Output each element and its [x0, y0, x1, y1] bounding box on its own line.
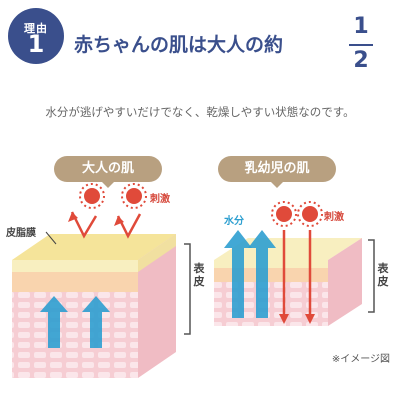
adult-skin-title: 大人の肌 [54, 156, 162, 188]
adult-epidermis-bracket [184, 243, 191, 335]
infant-water-label: 水分 [224, 216, 244, 227]
infant-skin-side [328, 238, 362, 326]
adult-epidermis-label: 表皮 [193, 262, 205, 288]
bounce-arrow [116, 213, 142, 239]
infant-water-arrows [224, 230, 276, 318]
adult-sebum-layer [12, 260, 138, 272]
adult-irritant-label: 刺激 [150, 194, 170, 205]
infant-irritant-label: 刺激 [324, 212, 344, 223]
badge-number: 1 [27, 30, 45, 58]
reason-badge: 理由 1 [8, 8, 64, 64]
adult-skin-block [12, 234, 176, 378]
starburst-icon [297, 201, 323, 227]
up-arrow-icon [224, 230, 252, 318]
adult-water-arrows [40, 296, 110, 348]
badge-label: 理由 [24, 22, 48, 35]
infant-irritants [271, 201, 323, 324]
up-arrow-icon [40, 296, 68, 348]
starburst-icon [271, 201, 297, 227]
up-arrow-icon [82, 296, 110, 348]
infant-top [214, 238, 362, 260]
up-arrow-icon [248, 230, 276, 318]
adult-irritants [68, 183, 147, 239]
infant-epidermis-label: 表皮 [377, 262, 389, 288]
adult-horny-layer [12, 272, 138, 292]
fraction-denominator: 2 [353, 48, 369, 73]
infant-epidermis-bracket [368, 239, 375, 313]
adult-skin-side [138, 234, 176, 378]
fraction-numerator: 1 [353, 14, 369, 39]
starburst-icon [79, 183, 105, 209]
sebum-label: 皮脂膜 [6, 228, 36, 239]
image-note: ※イメージ図 [331, 354, 390, 365]
starburst-icon [121, 183, 147, 209]
fraction-bar [349, 44, 373, 46]
infant-skin-title: 乳幼児の肌 [218, 156, 336, 188]
headline: 赤ちゃんの肌は大人の約 [74, 34, 284, 56]
subtitle: 水分が逃げやすいだけでなく、乾燥しやすい状態なのです。 [45, 105, 355, 119]
bounce-arrow [70, 211, 98, 239]
